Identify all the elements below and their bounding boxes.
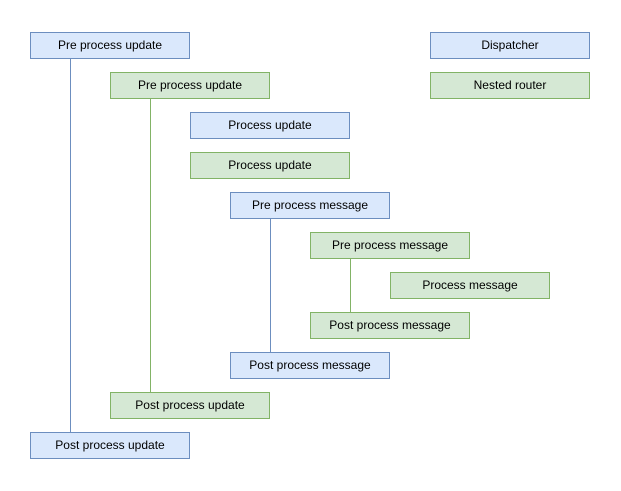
node-process-message-green: Process message (390, 272, 550, 299)
node-nested-router: Nested router (430, 72, 590, 99)
node-pre-process-message-blue: Pre process message (230, 192, 390, 219)
edge-process-message-blue (270, 219, 271, 352)
node-pre-process-message-green: Pre process message (310, 232, 470, 259)
node-dispatcher: Dispatcher (430, 32, 590, 59)
edge-process-update-blue (70, 59, 71, 432)
edge-process-message-green (350, 259, 351, 312)
node-post-process-update-blue: Post process update (30, 432, 190, 459)
edge-process-update-green (150, 99, 151, 392)
node-post-process-update-green: Post process update (110, 392, 270, 419)
node-post-process-message-blue: Post process message (230, 352, 390, 379)
node-process-update-green: Process update (190, 152, 350, 179)
node-pre-process-update-blue: Pre process update (30, 32, 190, 59)
node-process-update-blue: Process update (190, 112, 350, 139)
node-pre-process-update-green: Pre process update (110, 72, 270, 99)
node-post-process-message-green: Post process message (310, 312, 470, 339)
